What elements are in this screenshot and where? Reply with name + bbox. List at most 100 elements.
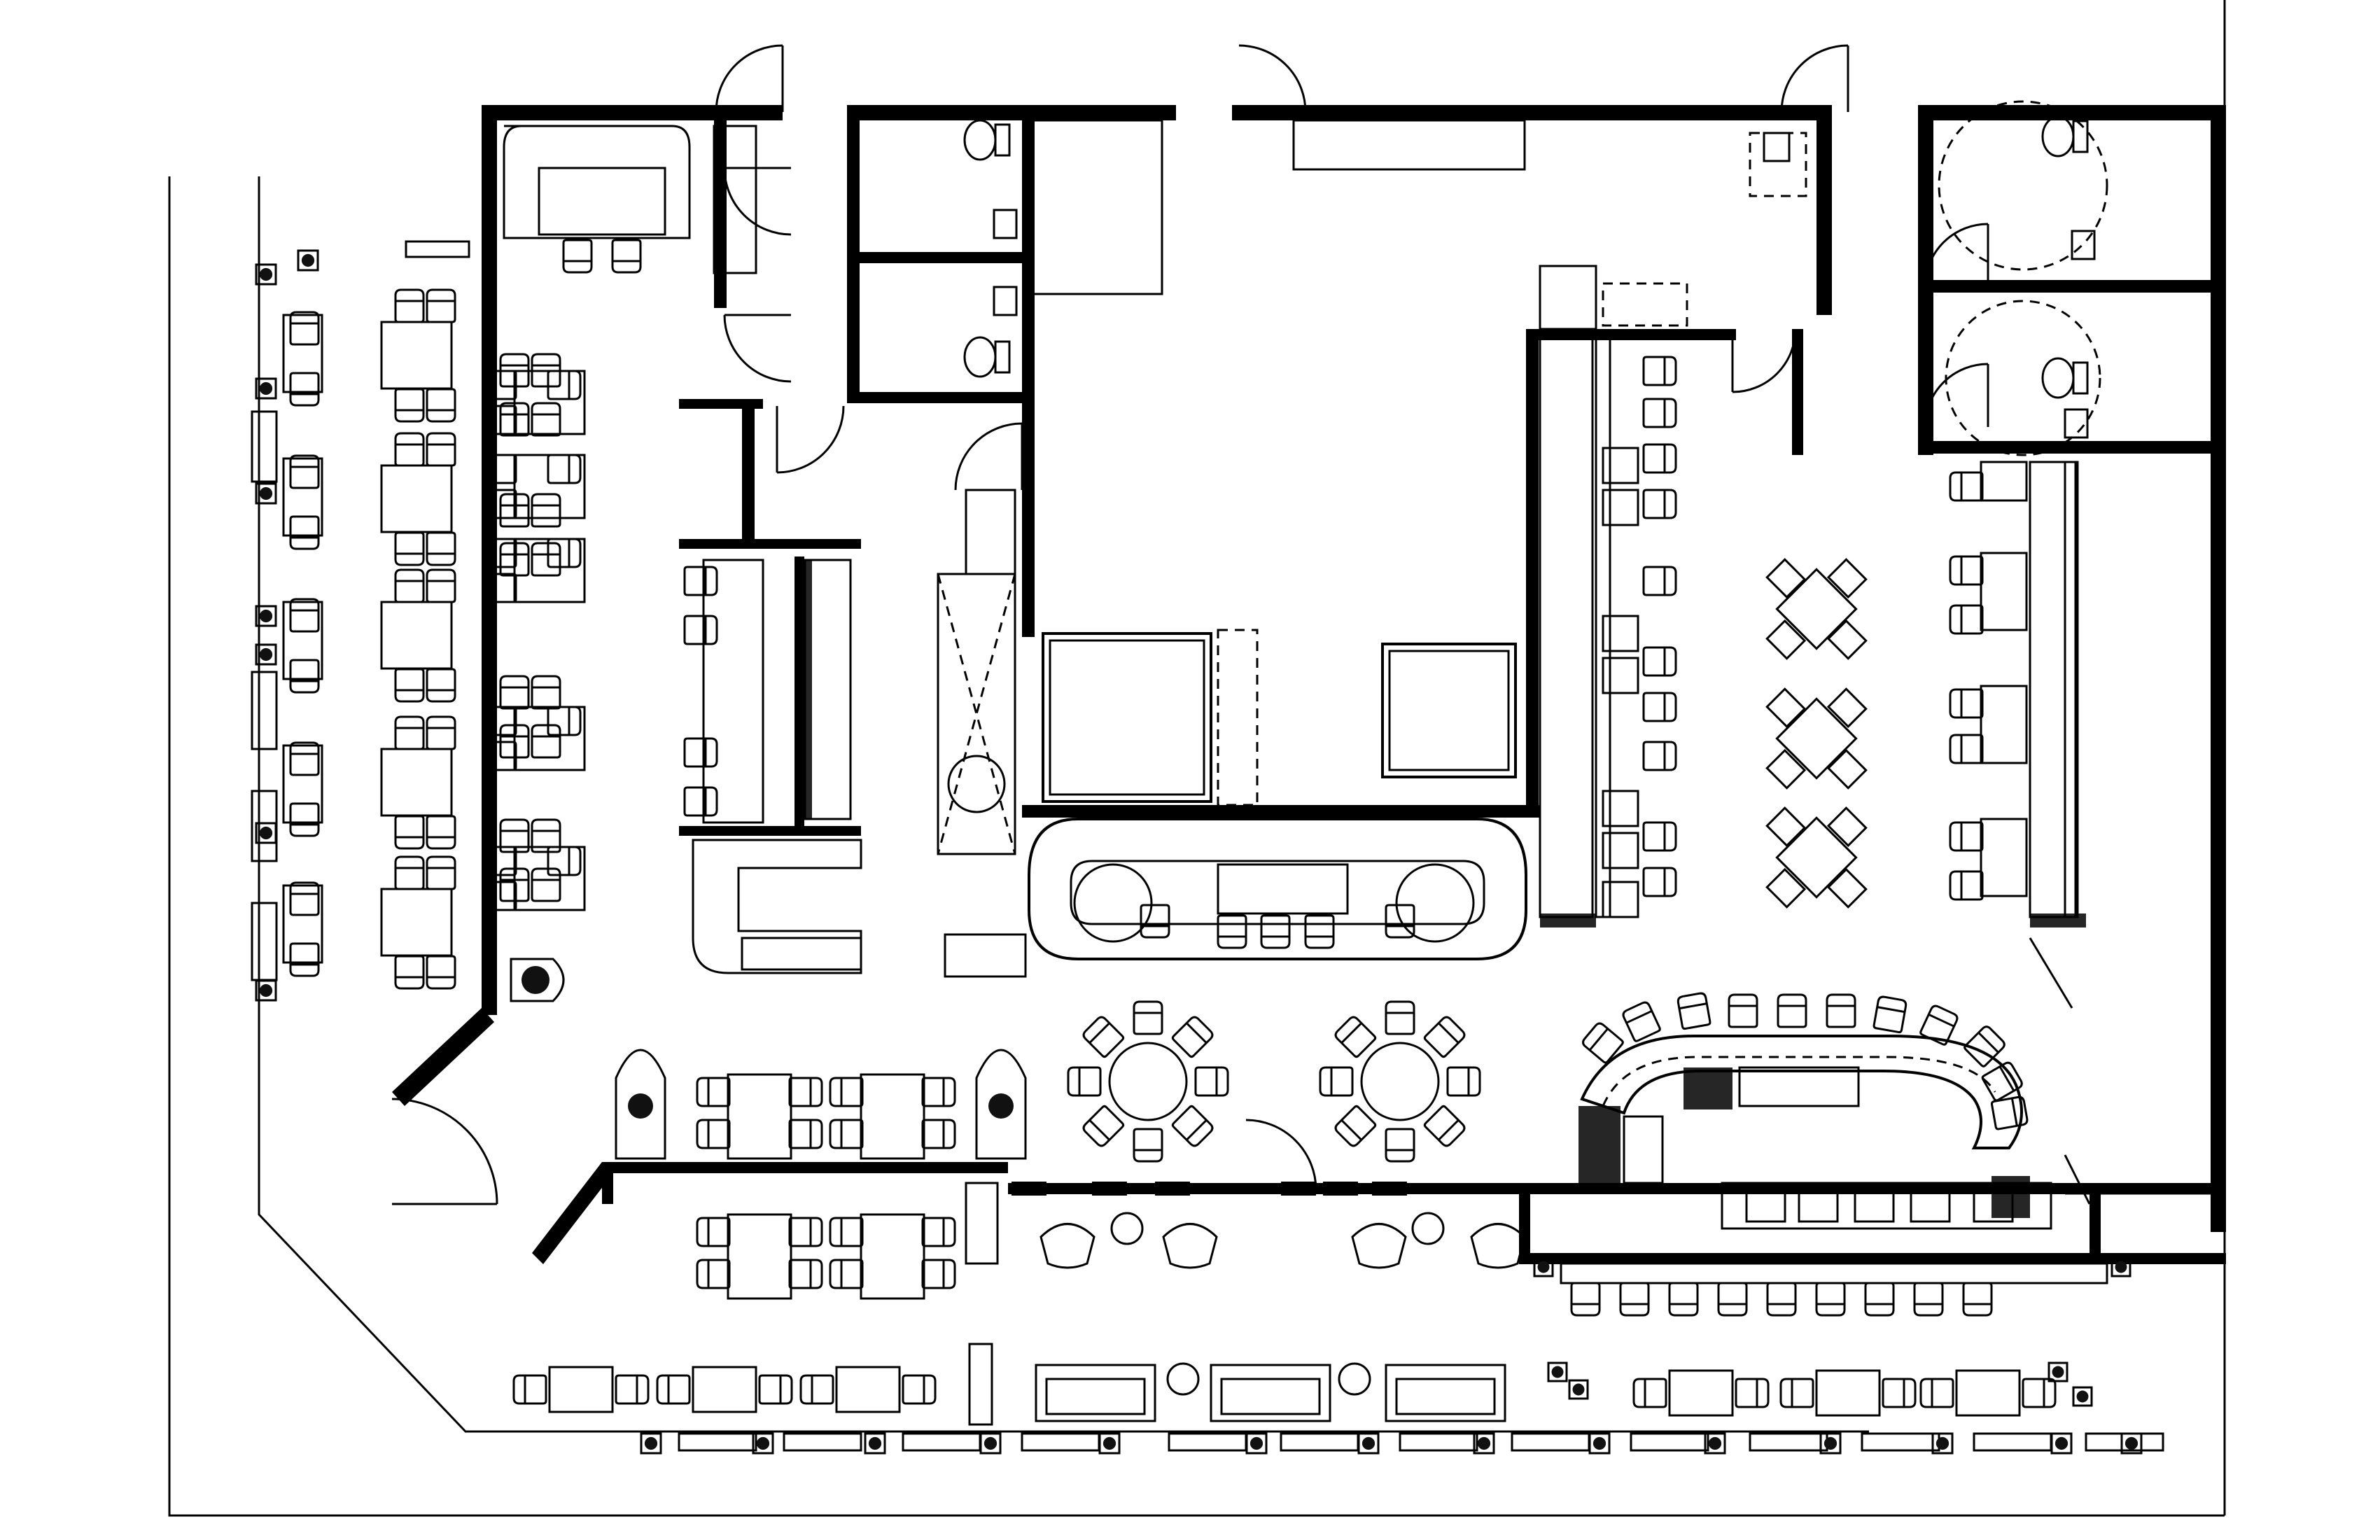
chair	[499, 675, 530, 710]
wall	[482, 973, 497, 1015]
back-bar-unit	[1745, 1189, 1786, 1223]
chair-seat	[1826, 993, 1856, 1028]
chair-seat	[394, 568, 425, 603]
lounge-chair	[1470, 1223, 1526, 1269]
door	[723, 167, 792, 236]
chair-seat	[547, 370, 582, 400]
chair	[426, 432, 456, 467]
chair	[562, 239, 593, 274]
chair	[1642, 398, 1677, 428]
chair	[1304, 914, 1335, 949]
patio-bar-counter	[1560, 1262, 2108, 1284]
chair-seat	[1304, 914, 1335, 949]
chair	[683, 615, 718, 645]
sink	[993, 209, 1018, 239]
two-top	[692, 1366, 757, 1413]
chair-seat	[683, 737, 718, 768]
door	[1245, 1119, 1317, 1191]
street-bench	[1280, 1432, 1359, 1452]
chair	[289, 372, 320, 407]
chair-seat	[394, 531, 425, 566]
four-top	[1765, 558, 1868, 660]
plant-foliage	[2124, 1436, 2138, 1450]
four-top	[513, 706, 586, 771]
chair-seat	[289, 741, 320, 776]
entry-wall	[532, 1162, 613, 1264]
chair-seat	[289, 598, 320, 633]
plant-foliage	[2076, 1390, 2089, 1403]
door-swing	[954, 422, 1023, 491]
lounge-chair	[1395, 863, 1475, 943]
back-bar	[1721, 1182, 2052, 1230]
chair-seat	[394, 432, 425, 467]
chair-seat	[696, 1119, 731, 1149]
mullion	[1155, 1182, 1190, 1196]
two-top	[1955, 1369, 2021, 1417]
chair	[1423, 1105, 1466, 1147]
round-table	[1108, 1042, 1188, 1121]
chair-seat	[394, 288, 425, 323]
equipment	[1539, 265, 1597, 330]
booth-table	[1980, 685, 2028, 764]
chair-seat	[1949, 471, 1984, 502]
chair-seat	[531, 818, 561, 853]
two-top	[282, 314, 323, 393]
back-bar-unit	[1910, 1189, 1951, 1223]
planter	[255, 822, 277, 844]
chair-back	[1088, 1119, 1110, 1141]
turning-radius	[1938, 100, 2108, 271]
chair	[829, 1217, 864, 1247]
chair	[499, 818, 530, 853]
wall	[742, 399, 755, 539]
chair	[788, 1217, 823, 1247]
sofa-cushion	[1045, 1378, 1146, 1415]
turning-radius	[1945, 300, 2101, 456]
chair-seat	[426, 815, 456, 850]
chair	[482, 538, 517, 568]
sink	[2064, 408, 2089, 439]
chair-seat	[829, 1259, 864, 1289]
door-swing	[715, 44, 783, 113]
plant-foliage	[1102, 1436, 1116, 1450]
host-stand	[965, 1182, 999, 1265]
chair-seat	[788, 1259, 823, 1289]
wall	[1519, 1253, 2226, 1264]
chair	[1133, 1128, 1163, 1163]
chair-seat	[482, 846, 517, 876]
planter	[752, 1432, 774, 1455]
chair-back	[1977, 1032, 1999, 1054]
planter-bench	[510, 958, 565, 1002]
chair	[788, 1119, 823, 1149]
chair-seat	[1872, 995, 1907, 1034]
chair-seat	[426, 668, 456, 703]
plant-foliage	[522, 966, 550, 994]
chair	[289, 942, 320, 977]
chair	[1864, 1282, 1895, 1317]
chair-seat	[499, 493, 530, 528]
mullion	[1281, 1182, 1316, 1196]
chair	[289, 659, 320, 694]
chair-seat	[1815, 1282, 1846, 1317]
chair-seat	[562, 239, 593, 274]
chair	[1913, 1282, 1944, 1317]
planter	[255, 643, 277, 666]
four-top	[1765, 687, 1868, 790]
walk-in-cooler-inner	[1049, 639, 1205, 796]
plant-foliage	[868, 1436, 882, 1450]
chair	[482, 741, 517, 771]
table	[1775, 568, 1858, 650]
planter	[1245, 1432, 1268, 1455]
host-counter-top	[741, 937, 862, 971]
sofa-cushion	[1220, 1378, 1321, 1415]
chair-seat	[531, 675, 561, 710]
chair-seat	[1949, 604, 1984, 635]
chair	[696, 1259, 731, 1289]
chair-seat	[1194, 1066, 1229, 1097]
plant-foliage	[259, 267, 273, 281]
planters	[255, 249, 2143, 1455]
chair	[1919, 1378, 1954, 1408]
planter	[2120, 1432, 2143, 1455]
two-top	[548, 1366, 614, 1413]
banquette	[2029, 461, 2077, 918]
chair-seat	[696, 1259, 731, 1289]
